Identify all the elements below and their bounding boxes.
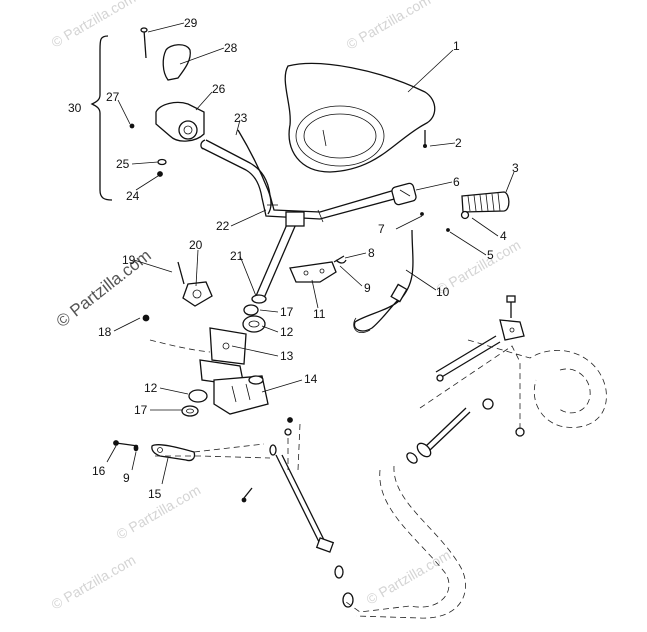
callout-6: 6 [453, 175, 460, 189]
handlebar [200, 139, 399, 223]
callout-16: 16 [92, 464, 106, 478]
callout-10: 10 [436, 285, 450, 299]
tether-cord [353, 229, 414, 334]
callout-26: 26 [212, 82, 226, 96]
callout-20: 20 [189, 238, 203, 252]
callout-13: 13 [280, 349, 294, 363]
callout-19: 19 [122, 253, 136, 267]
watermark: © Partzilla.com [344, 0, 434, 53]
callout-12a: 12 [280, 325, 294, 339]
group-30 [90, 27, 205, 201]
control-cable [237, 129, 272, 215]
dashed-outlines [149, 339, 607, 619]
callout-8: 8 [368, 246, 375, 260]
callout-23: 23 [234, 111, 248, 125]
washer-9 [133, 444, 139, 452]
bolt-16 [113, 440, 139, 447]
small-fasteners [420, 210, 470, 232]
callout-28: 28 [224, 41, 238, 55]
leader-lines [106, 22, 515, 485]
callout-22: 22 [216, 219, 230, 233]
steering-block [177, 261, 213, 307]
handlebar-pad [284, 62, 436, 173]
lower-bushings [181, 389, 208, 417]
callout-18: 18 [98, 325, 112, 339]
callout-24: 24 [126, 189, 140, 203]
callout-7: 7 [378, 222, 385, 236]
callout-27: 27 [106, 90, 120, 104]
callout-5: 5 [487, 248, 494, 262]
upper-bushings [242, 304, 266, 333]
callouts: 1 2 3 4 5 6 7 8 9 10 11 12 17 13 14 12 1… [68, 16, 519, 501]
steering-post [251, 211, 305, 304]
callout-4: 4 [500, 229, 507, 243]
callout-3: 3 [512, 161, 519, 175]
watermark: © Partzilla.com [49, 0, 139, 51]
steering-mount [199, 327, 269, 415]
callout-17a: 17 [280, 305, 294, 319]
callout-30: 30 [68, 101, 82, 115]
callout-15: 15 [148, 487, 162, 501]
callout-2: 2 [455, 136, 462, 150]
callout-14: 14 [304, 372, 318, 386]
bracket [289, 261, 337, 283]
tie-rod [269, 417, 354, 608]
callout-17b: 17 [134, 403, 148, 417]
callout-9a: 9 [364, 281, 371, 295]
callout-12b: 12 [144, 381, 158, 395]
steering-arm [151, 444, 196, 462]
watermark: © Partzilla.com [364, 547, 454, 608]
right-tie-rod [406, 295, 525, 464]
callout-11: 11 [313, 307, 326, 321]
callout-25: 25 [116, 157, 130, 171]
watermark: © Partzilla.com [49, 552, 139, 613]
nut [142, 314, 150, 322]
pad-screw [422, 130, 427, 148]
bolt-small [241, 487, 253, 503]
callout-21: 21 [230, 249, 244, 263]
clip [333, 255, 347, 264]
callout-1: 1 [453, 39, 460, 53]
callout-9b: 9 [123, 471, 130, 485]
handlebar-grip [461, 191, 510, 213]
callout-29: 29 [184, 16, 198, 30]
throttle-housing [391, 182, 417, 206]
